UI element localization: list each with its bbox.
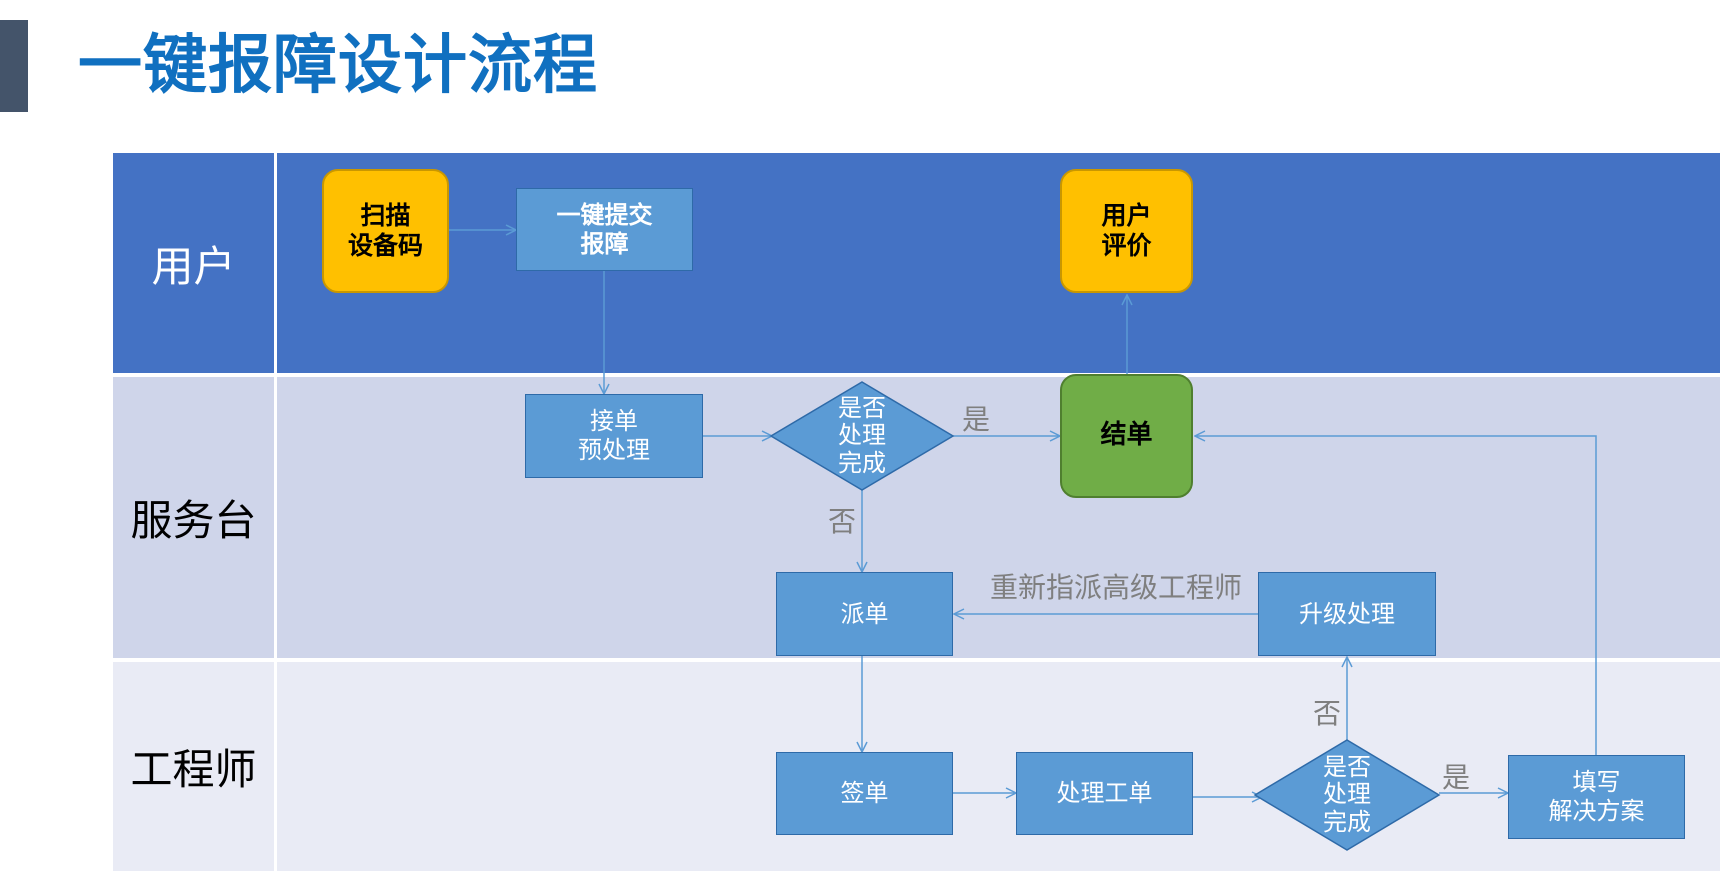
title-accent-bar bbox=[0, 20, 28, 112]
decision-1-label: 是否 处理 完成 bbox=[838, 393, 886, 477]
page-title: 一键报障设计流程 bbox=[78, 29, 598, 103]
node-close-ticket: 结单 bbox=[1060, 374, 1193, 498]
edge-label-no-2: 否 bbox=[1313, 697, 1342, 730]
lane-divider bbox=[274, 153, 277, 373]
edge-label-no-1: 否 bbox=[828, 505, 857, 538]
node-user-review: 用户 评价 bbox=[1060, 169, 1193, 293]
edge-label-yes-1: 是 bbox=[962, 403, 991, 436]
arrow-solution-to-close bbox=[1195, 436, 1597, 755]
decision-diamond-1 bbox=[769, 381, 955, 491]
node-process-ticket: 处理工单 bbox=[1016, 752, 1193, 835]
node-submit-report: 一键提交 报障 bbox=[516, 188, 693, 271]
lane-divider bbox=[274, 377, 277, 658]
lane-label-user: 用户 bbox=[151, 241, 236, 291]
edge-label-yes-2: 是 bbox=[1442, 761, 1471, 794]
decision-2-label: 是否 处理 完成 bbox=[1323, 752, 1371, 836]
node-accept-preprocess: 接单 预处理 bbox=[525, 394, 703, 478]
lane-divider bbox=[274, 662, 277, 871]
decision-diamond-2 bbox=[1253, 739, 1441, 851]
node-escalate: 升级处理 bbox=[1258, 572, 1436, 656]
node-sign-ticket: 签单 bbox=[776, 752, 953, 835]
lane-label-service-desk: 服务台 bbox=[130, 496, 257, 545]
node-scan-device-code: 扫描 设备码 bbox=[322, 169, 449, 293]
lane-label-engineer: 工程师 bbox=[130, 745, 257, 794]
edge-label-reassign: 重新指派高级工程师 bbox=[990, 571, 1243, 604]
node-fill-solution: 填写 解决方案 bbox=[1508, 755, 1685, 839]
node-dispatch: 派单 bbox=[776, 572, 953, 656]
